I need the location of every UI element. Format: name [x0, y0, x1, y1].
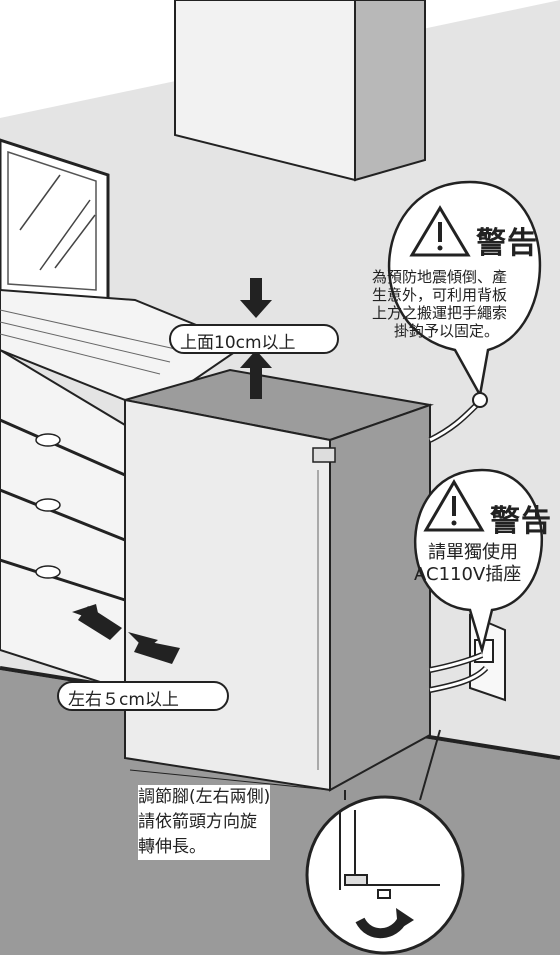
adjuster-note: 調節腳(左右兩側) 請依箭頭方向旋 轉伸長。 [138, 785, 271, 860]
top-clearance-pill [169, 324, 339, 354]
warning-1-line: 上方之搬運把手繩索 [372, 304, 508, 322]
fridge-side [329, 403, 431, 792]
countertop [0, 288, 248, 412]
warning-1-line: 生意外，可利用背板 [372, 286, 508, 304]
adjuster-note-line: 調節腳(左右兩側) [138, 785, 271, 810]
warning-1-line: 為預防地震傾倒、產 [372, 268, 508, 286]
adjuster-note-line: 請依箭頭方向旋 [138, 810, 271, 835]
side-clearance-label: 左右５cm以上 [68, 690, 179, 710]
warning-2-title: 警告 [490, 504, 552, 539]
down-arrow-icon [240, 278, 272, 318]
window-glass [7, 150, 97, 291]
top-clearance-label: 上面10cm以上 [180, 333, 296, 353]
warning-1-body: 為預防地震傾倒、產 生意外，可利用背板 上方之搬運把手繩索 掛鉤予以固定。 [372, 268, 560, 340]
warning-1-title: 警告 [476, 226, 538, 261]
rotate-arrow-icon [355, 908, 414, 939]
upper-cabinet-side [354, 0, 426, 182]
warning-triangle-icon [409, 205, 471, 257]
warning-2-line: 請單獨使用 [428, 542, 518, 563]
warning-2-line: AC110V插座 [414, 564, 522, 585]
warning-2-body: 請單獨使用 AC110V插座 [414, 542, 560, 586]
left-arrow-icon [128, 632, 180, 664]
up-arrow-icon [240, 350, 272, 399]
side-clearance-pill [57, 681, 229, 711]
adjuster-detail-circle [305, 795, 465, 955]
warning-triangle-icon [423, 479, 485, 532]
warning-1-line: 掛鉤予以固定。 [394, 322, 500, 340]
adjuster-note-line: 轉伸長。 [138, 835, 271, 860]
right-arrow-icon [72, 604, 122, 640]
adjustable-foot [377, 889, 391, 899]
door-hinge [312, 447, 336, 463]
fridge-front [124, 398, 331, 792]
